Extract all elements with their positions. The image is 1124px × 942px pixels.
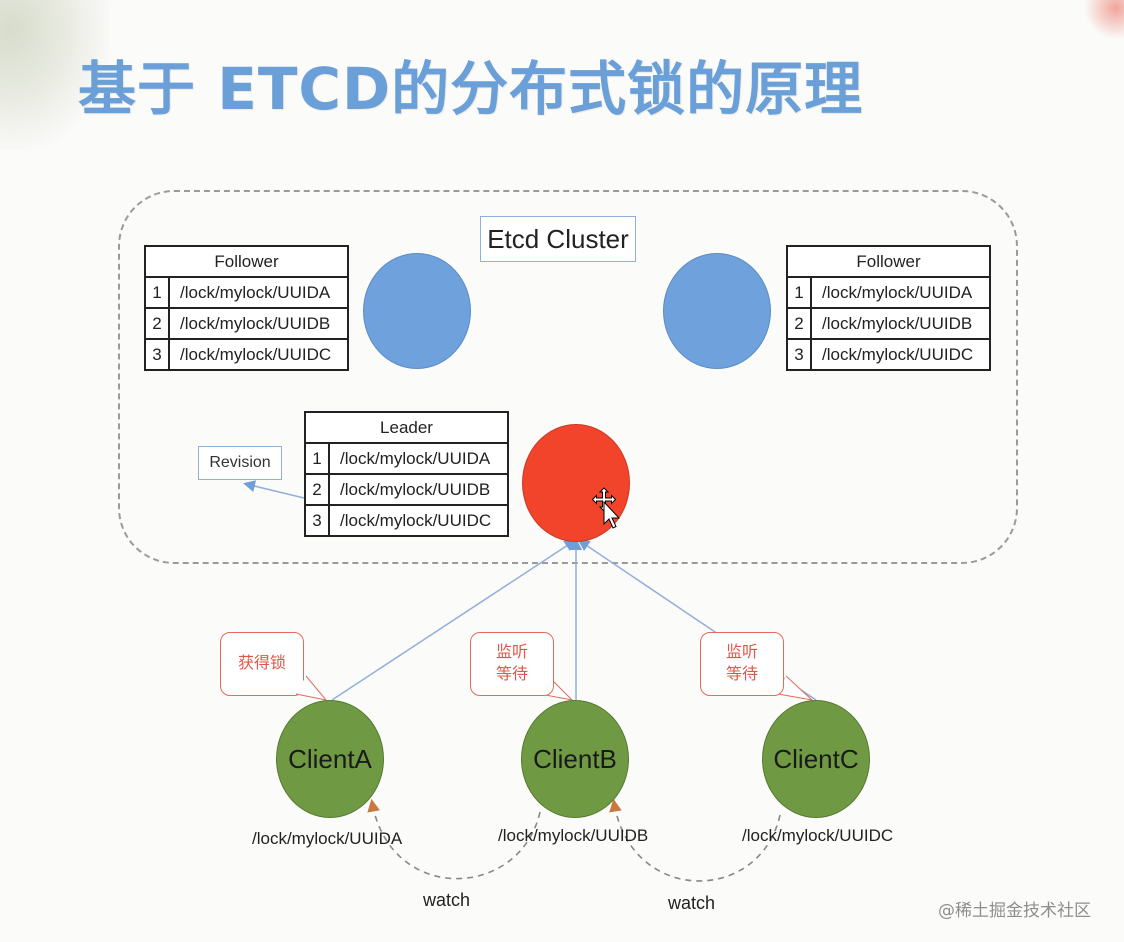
table-row: 3 /lock/mylock/UUIDC — [304, 504, 509, 537]
move-cursor-icon — [591, 487, 621, 529]
callout-text: 等待 — [725, 666, 758, 683]
table-row: 1 /lock/mylock/UUIDA — [304, 442, 509, 475]
callout-clienta: 获得锁 — [220, 632, 304, 696]
table-header: Leader — [304, 411, 509, 444]
follower-right-table: Follower 1 /lock/mylock/UUIDA 2 /lock/my… — [786, 245, 991, 371]
client-b-node: ClientB — [521, 700, 629, 818]
row-key: /lock/mylock/UUIDA — [810, 276, 991, 309]
callout-text: 监听 — [495, 644, 528, 661]
leader-node — [522, 424, 630, 542]
table-header: Follower — [144, 245, 349, 278]
row-key: /lock/mylock/UUIDC — [168, 338, 349, 371]
row-index: 3 — [144, 338, 170, 371]
slide-title: 基于 ETCD的分布式锁的原理 — [78, 55, 864, 123]
row-index: 1 — [144, 276, 170, 309]
etcd-cluster-boundary — [118, 190, 1018, 564]
row-index: 3 — [786, 338, 812, 371]
table-header: Follower — [786, 245, 991, 278]
row-key: /lock/mylock/UUIDC — [810, 338, 991, 371]
revision-pointer — [243, 480, 305, 499]
client-b-key: /lock/mylock/UUIDB — [498, 826, 649, 845]
table-row: 3 /lock/mylock/UUIDC — [786, 338, 991, 371]
table-row: 1 /lock/mylock/UUIDA — [786, 276, 991, 309]
callout-text: 获得锁 — [237, 655, 286, 672]
row-key: /lock/mylock/UUIDB — [168, 307, 349, 340]
watch-arc-b-to-a — [367, 798, 541, 880]
watch-label: watch — [668, 893, 716, 913]
row-index: 2 — [144, 307, 170, 340]
row-key: /lock/mylock/UUIDA — [328, 442, 509, 475]
client-a-node: ClientA — [276, 700, 384, 818]
table-row: 3 /lock/mylock/UUIDC — [144, 338, 349, 371]
revision-label: Revision — [198, 446, 282, 480]
corner-decoration — [0, 0, 110, 150]
row-index: 2 — [304, 473, 330, 506]
client-a-key: /lock/mylock/UUIDA — [252, 829, 403, 848]
connector-clienta-leader — [331, 539, 577, 701]
corner-decoration — [1084, 0, 1124, 40]
table-row: 2 /lock/mylock/UUIDB — [786, 307, 991, 340]
row-index: 2 — [786, 307, 812, 340]
row-key: /lock/mylock/UUIDB — [328, 473, 509, 506]
leader-table: Leader 1 /lock/mylock/UUIDA 2 /lock/mylo… — [304, 411, 509, 537]
table-row: 2 /lock/mylock/UUIDB — [304, 473, 509, 506]
client-c-key: /lock/mylock/UUIDC — [742, 826, 894, 845]
row-key: /lock/mylock/UUIDC — [328, 504, 509, 537]
row-key: /lock/mylock/UUIDA — [168, 276, 349, 309]
cluster-label: Etcd Cluster — [480, 216, 636, 262]
follower-node-right — [663, 253, 771, 369]
watch-arc-c-to-b — [609, 798, 781, 882]
callout-text: 监听 — [725, 644, 758, 661]
watermark: @稀土掘金技术社区 — [938, 901, 1091, 921]
callout-clientb: 监听 等待 — [470, 632, 554, 696]
follower-node-left — [363, 253, 471, 369]
row-index: 1 — [304, 442, 330, 475]
callout-text: 等待 — [495, 666, 528, 683]
row-key: /lock/mylock/UUIDB — [810, 307, 991, 340]
client-c-node: ClientC — [762, 700, 870, 818]
follower-left-table: Follower 1 /lock/mylock/UUIDA 2 /lock/my… — [144, 245, 349, 371]
table-row: 2 /lock/mylock/UUIDB — [144, 307, 349, 340]
row-index: 3 — [304, 504, 330, 537]
callout-clientc: 监听 等待 — [700, 632, 784, 696]
watch-label: watch — [423, 890, 471, 910]
row-index: 1 — [786, 276, 812, 309]
table-row: 1 /lock/mylock/UUIDA — [144, 276, 349, 309]
